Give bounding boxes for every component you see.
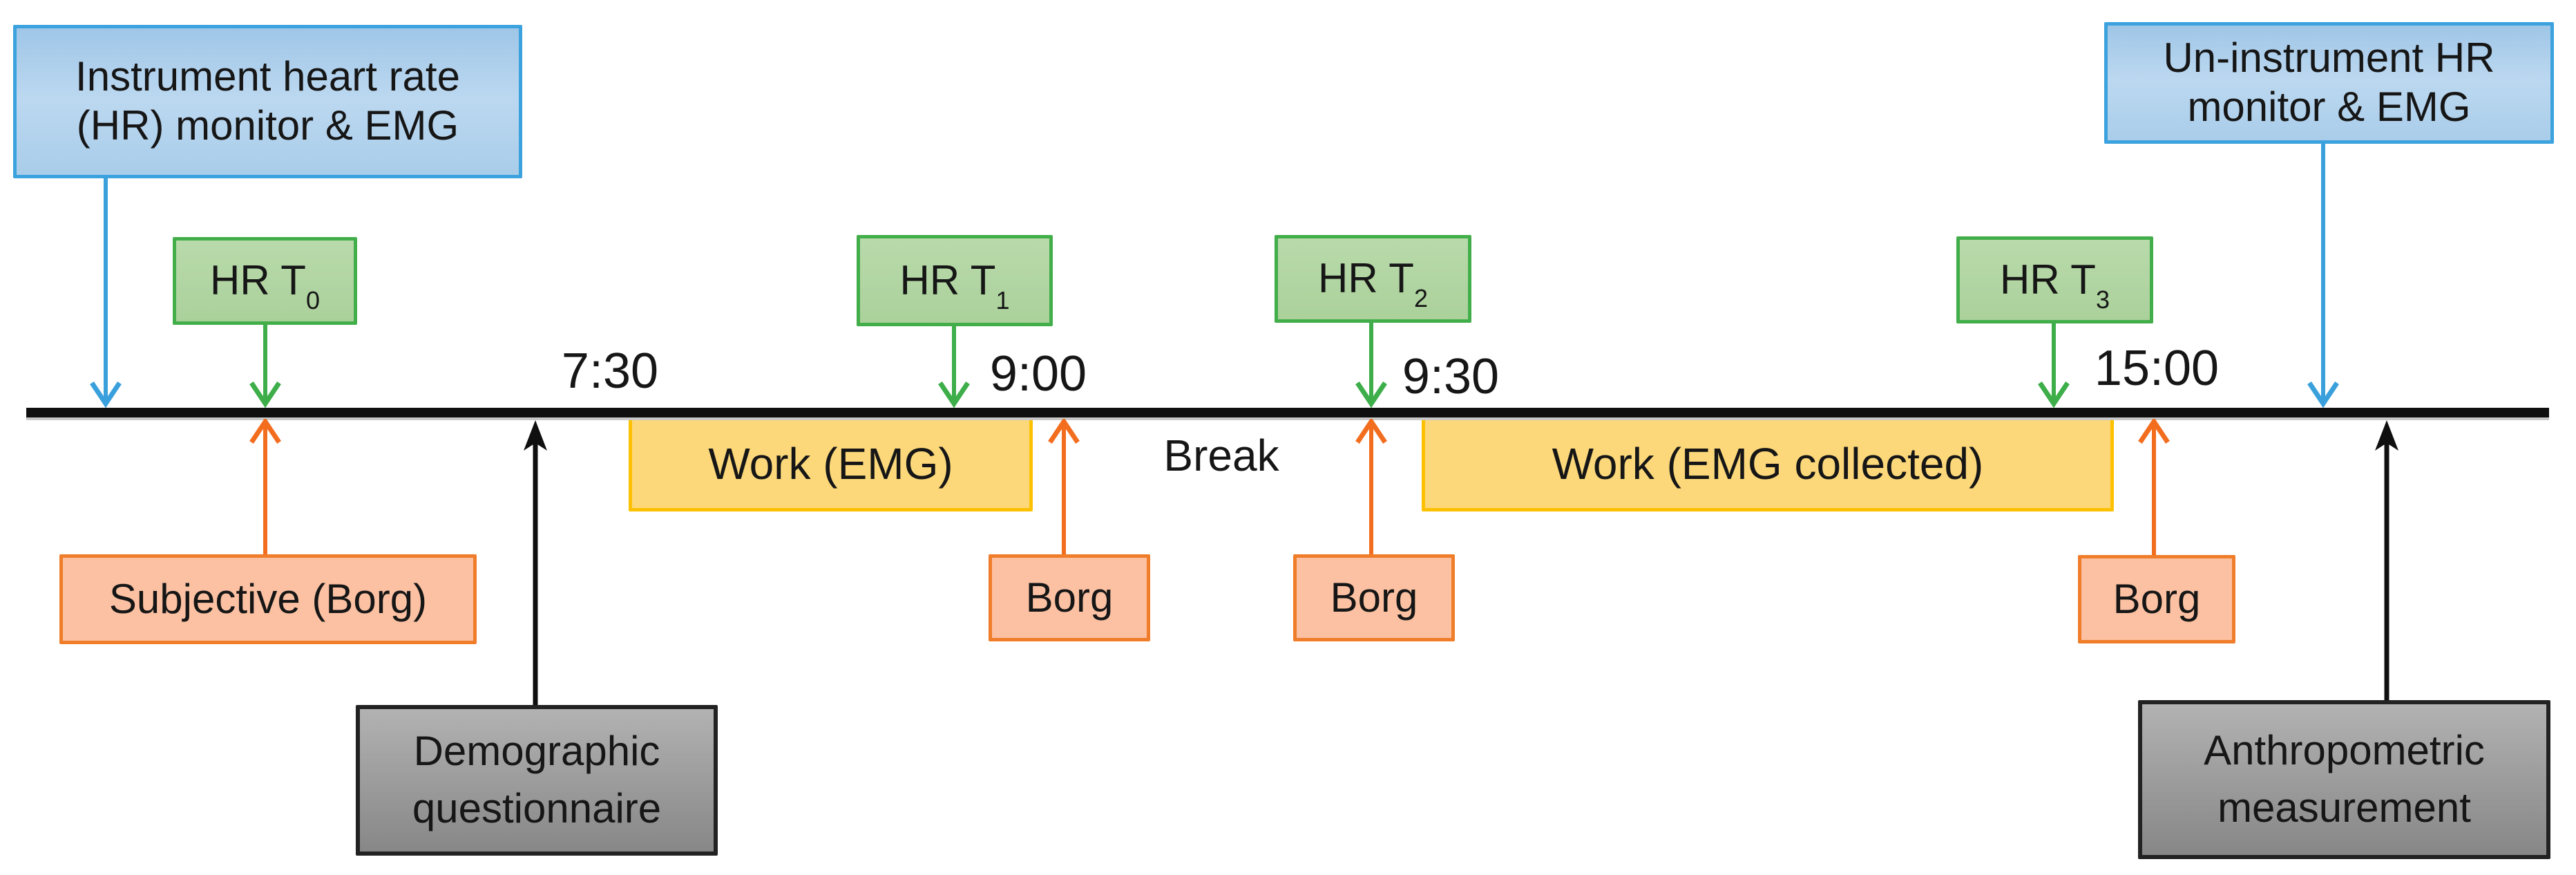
hr-t3-label: HR T [2000,256,2096,303]
break-label: Break [1163,431,1279,480]
hr-t2-box: HR T2 [1275,235,1471,323]
subjective-borg-label: Subjective (Borg) [108,575,428,622]
work-emg-box: Work (EMG) [629,417,1033,511]
subjective-orange-up-arrow-icon [249,419,281,554]
hr-t1-subscript: 1 [995,285,1010,314]
hr-t0-label: HR T [210,257,306,304]
work-emg-collected-box: Work (EMG collected) [1422,417,2114,511]
borg-label: Borg [1330,574,1418,621]
work-emg-collected-label: Work (EMG collected) [1552,438,1984,489]
hr-t0-box: HR T0 [173,237,357,325]
hr-t2-green-down-arrow-icon [1355,323,1387,408]
instrument-hr-emg-box: Instrument heart rate (HR) monitor & EMG [13,25,522,178]
borg-label: Borg [1025,574,1114,621]
hr-t3-green-down-arrow-icon [2038,323,2070,408]
demographic-black-up-arrow-icon [524,420,547,705]
hr-t1-label: HR T [899,256,996,303]
hr-t2-label: HR T [1318,255,1414,302]
borg1-orange-up-arrow-icon [1048,419,1080,554]
anthropometric-line1: Anthropometric [2204,727,2485,774]
timeline-axis [26,408,2549,417]
anthropometric-line2: measurement [2217,784,2471,831]
demographic-questionnaire-box: Demographic questionnaire [356,705,718,856]
anthropometric-black-up-arrow-icon [2375,420,2398,700]
instrument-hr-emg-line1: Instrument heart rate [75,53,460,100]
hr-t3-subscript: 3 [2095,285,2110,314]
borg-box-1: Borg [989,554,1150,641]
time-label-1500: 15:00 [2094,341,2220,396]
work-emg-label: Work (EMG) [708,438,953,489]
uninstrument-hr-emg-line2: monitor & EMG [2187,84,2471,130]
instrument-hr-emg-line2: (HR) monitor & EMG [76,102,459,149]
instrument-blue-down-arrow-icon [90,178,122,408]
time-label-730: 7:30 [561,344,659,399]
hr-t1-green-down-arrow-icon [938,326,970,408]
subjective-borg-box: Subjective (Borg) [59,554,477,644]
borg-box-2: Borg [1293,554,1455,641]
time-label-930: 9:30 [1402,349,1500,404]
borg-box-3: Borg [2078,555,2235,643]
demographic-line2: questionnaire [412,785,662,831]
time-label-900: 9:00 [989,346,1087,402]
hr-t0-green-down-arrow-icon [249,325,281,408]
uninstrument-hr-emg-line1: Un-instrument HR [2163,35,2495,82]
demographic-line1: Demographic [413,728,660,775]
hr-t0-subscript: 0 [305,286,320,314]
hr-t1-box: HR T1 [857,235,1053,326]
hr-t2-subscript: 2 [1413,284,1428,312]
uninstrument-hr-emg-box: Un-instrument HR monitor & EMG [2104,22,2554,144]
borg3-orange-up-arrow-icon [2138,419,2170,555]
uninstrument-blue-down-arrow-icon [2307,144,2339,408]
hr-t3-box: HR T3 [1956,236,2153,323]
borg2-orange-up-arrow-icon [1355,419,1387,554]
borg-label: Borg [2112,575,2201,622]
anthropometric-measurement-box: Anthropometric measurement [2138,700,2550,859]
